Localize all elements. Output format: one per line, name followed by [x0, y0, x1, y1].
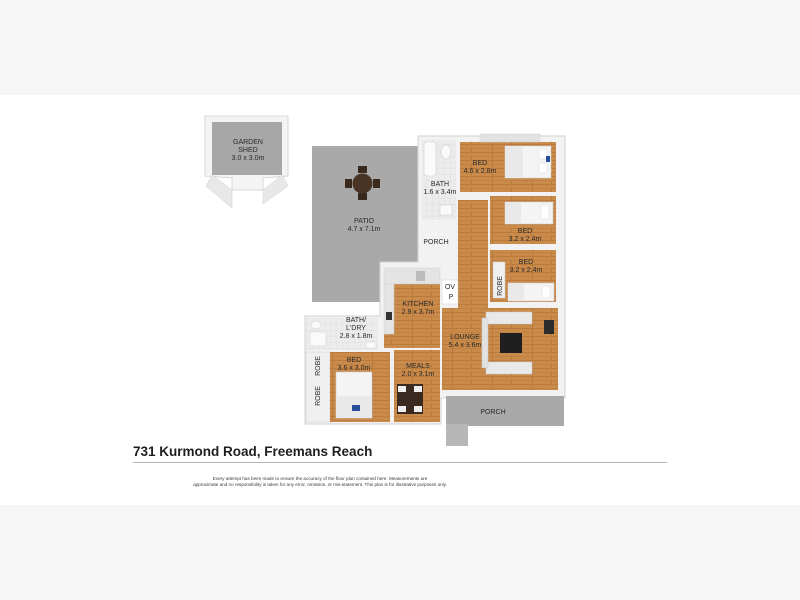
- main-bathroom: BATH 1.6 x 3.4m: [422, 140, 457, 220]
- meals: MEALS 2.0 x 3.1m: [394, 350, 440, 422]
- disclaimer-line-1: Every attempt has been made to ensure th…: [212, 476, 428, 481]
- bed2-label: BED: [518, 228, 532, 235]
- laundry-label-line1: BATH/: [346, 317, 366, 324]
- top-background-band: [0, 0, 800, 95]
- bed3-label: BED: [519, 259, 533, 266]
- meals-label: MEALS: [406, 363, 430, 370]
- bed4-label: BED: [347, 357, 361, 364]
- shed-label-line1: GARDEN: [233, 139, 263, 146]
- patio-table-icon: [345, 166, 380, 200]
- bed4-dims: 3.6 x 3.0m: [338, 365, 371, 372]
- property-address: 731 Kurmond Road, Freemans Reach: [133, 444, 373, 459]
- shed-label-line2: SHED: [238, 147, 257, 154]
- lounge-dims: 5.4 x 3.6m: [449, 342, 482, 349]
- garden-shed: GARDEN SHED 3.0 x 3.0m: [204, 115, 289, 209]
- pantry-label: P: [449, 294, 454, 301]
- divider-line: [133, 462, 667, 463]
- laundry-dims: 2.8 x 1.8m: [340, 333, 373, 340]
- master-bedroom: BED 4.6 x 2.8m: [460, 133, 556, 192]
- bed-icon: [335, 371, 373, 419]
- robe-left-top-label: ROBE: [315, 356, 322, 376]
- kitchen: KITCHEN 2.9 x 3.7m: [383, 267, 441, 348]
- hallway-floor: [458, 200, 488, 310]
- patio-dims: 4.7 x 7.1m: [348, 226, 381, 233]
- shed-dims: 3.0 x 3.0m: [232, 155, 265, 162]
- kitchen-dims: 2.9 x 3.7m: [402, 309, 435, 316]
- main-bath-dims: 1.6 x 3.4m: [424, 189, 457, 196]
- lounge: LOUNGE 5.4 x 3.6m: [442, 308, 558, 390]
- bottom-background-band: [0, 505, 800, 600]
- disclaimer-text: Every attempt has been made to ensure th…: [160, 476, 480, 488]
- robe-left-bottom-label: ROBE: [315, 386, 322, 406]
- front-porch-label: PORCH: [480, 409, 505, 416]
- front-porch: PORCH: [446, 396, 564, 446]
- patio-label: PATIO: [354, 218, 375, 225]
- bedroom-2: BED 3.2 x 2.4m: [490, 196, 556, 244]
- kitchen-label: KITCHEN: [403, 301, 434, 308]
- bedroom-4: BED 3.6 x 3.0m ROBE ROBE: [305, 351, 390, 423]
- bed-icon: [504, 201, 554, 225]
- bed-icon: [507, 282, 555, 302]
- bedroom-3: BED 3.2 x 2.4m ROBE: [490, 250, 556, 302]
- sofa-icon: [481, 311, 533, 375]
- lounge-label: LOUNGE: [450, 334, 480, 341]
- master-bed-dims: 4.6 x 2.8m: [464, 168, 497, 175]
- robe-right-label: ROBE: [497, 276, 504, 296]
- oven-label: OV: [445, 284, 455, 291]
- bath-laundry: BATH/ L'DRY 2.8 x 1.8m: [306, 317, 378, 350]
- bed2-dims: 3.2 x 2.4m: [509, 236, 542, 243]
- meals-dims: 2.0 x 3.1m: [402, 371, 435, 378]
- main-bath-label: BATH: [431, 181, 449, 188]
- bed-icon: [504, 145, 552, 179]
- porch-mid-label: PORCH: [423, 239, 448, 246]
- oven-pantry: OV P: [441, 279, 459, 305]
- bed3-dims: 3.2 x 2.4m: [510, 267, 543, 274]
- disclaimer-line-2: approximate and no responsibility is tak…: [193, 482, 447, 487]
- master-bed-label: BED: [473, 160, 487, 167]
- dining-table-icon: [397, 384, 423, 414]
- laundry-label-line2: L'DRY: [346, 325, 366, 332]
